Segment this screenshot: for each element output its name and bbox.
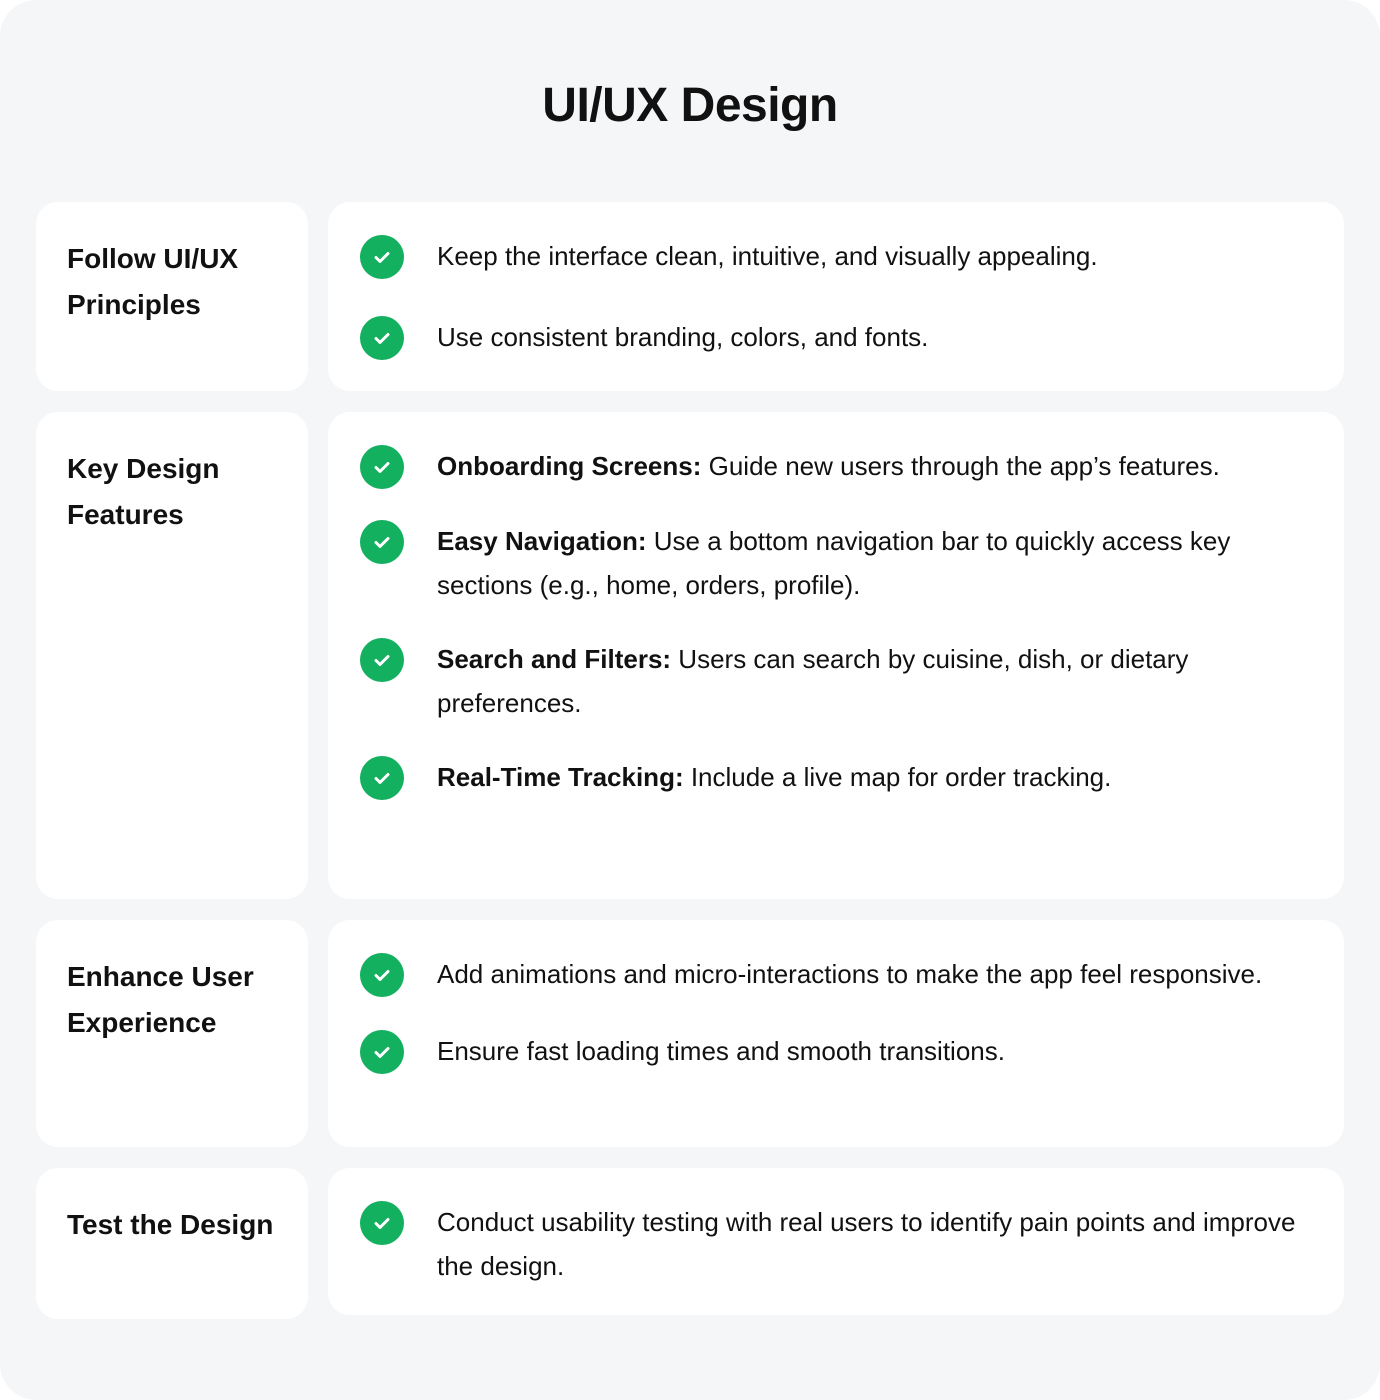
check-circle-icon	[360, 1030, 404, 1074]
check-circle-icon	[360, 1201, 404, 1245]
section-items-card: Add animations and micro-interactions to…	[328, 920, 1344, 1147]
list-item: Easy Navigation: Use a bottom navigation…	[360, 519, 1314, 607]
item-description: Guide new users through the app’s featur…	[701, 451, 1220, 481]
section-label: Key Design Features	[67, 453, 220, 530]
section-items-card: Conduct usability testing with real user…	[328, 1168, 1344, 1315]
check-circle-icon	[360, 638, 404, 682]
section-label: Follow UI/UX Principles	[67, 243, 239, 320]
list-item: Ensure fast loading times and smooth tra…	[360, 1029, 1314, 1074]
check-circle-icon	[360, 756, 404, 800]
list-item: Use consistent branding, colors, and fon…	[360, 315, 1314, 360]
item-text: Real-Time Tracking: Include a live map f…	[437, 755, 1111, 799]
check-circle-icon	[360, 520, 404, 564]
check-circle-icon	[360, 953, 404, 997]
section-items-card: Onboarding Screens: Guide new users thro…	[328, 412, 1344, 899]
item-text: Conduct usability testing with real user…	[437, 1200, 1314, 1288]
item-text: Easy Navigation: Use a bottom navigation…	[437, 519, 1314, 607]
section-label-card: Key Design Features	[36, 412, 308, 899]
list-item: Real-Time Tracking: Include a live map f…	[360, 755, 1314, 800]
item-heading: Search and Filters:	[437, 644, 672, 674]
page-title: UI/UX Design	[542, 79, 838, 132]
list-item: Onboarding Screens: Guide new users thro…	[360, 444, 1314, 489]
item-description: Keep the interface clean, intuitive, and…	[437, 241, 1098, 271]
check-circle-icon	[360, 235, 404, 279]
item-description: Conduct usability testing with real user…	[437, 1207, 1296, 1281]
section-label-card: Enhance User Experience	[36, 920, 308, 1147]
item-heading: Real-Time Tracking:	[437, 762, 684, 792]
item-description: Use a bottom navigation bar to quickly a…	[437, 526, 1231, 600]
section-label: Enhance User Experience	[67, 961, 254, 1038]
item-description: Ensure fast loading times and smooth tra…	[437, 1036, 1005, 1066]
item-text: Add animations and micro-interactions to…	[437, 952, 1262, 996]
list-item: Add animations and micro-interactions to…	[360, 952, 1314, 997]
section-label: Test the Design	[67, 1209, 274, 1240]
item-text: Search and Filters: Users can search by …	[437, 637, 1314, 725]
list-item: Search and Filters: Users can search by …	[360, 637, 1314, 725]
section-label-card: Test the Design	[36, 1168, 308, 1319]
item-text: Use consistent branding, colors, and fon…	[437, 315, 928, 359]
item-description: Include a live map for order tracking.	[683, 762, 1112, 792]
list-item: Conduct usability testing with real user…	[360, 1200, 1314, 1288]
item-description: Add animations and micro-interactions to…	[437, 959, 1263, 989]
section-items-card: Keep the interface clean, intuitive, and…	[328, 202, 1344, 391]
item-description: Use consistent branding, colors, and fon…	[437, 322, 929, 352]
list-item: Keep the interface clean, intuitive, and…	[360, 234, 1314, 279]
item-text: Keep the interface clean, intuitive, and…	[437, 234, 1098, 278]
item-description: Users can search by cuisine, dish, or di…	[437, 644, 1189, 718]
section-label-card: Follow UI/UX Principles	[36, 202, 308, 391]
item-heading: Easy Navigation:	[437, 526, 647, 556]
item-heading: Onboarding Screens:	[437, 451, 702, 481]
item-text: Onboarding Screens: Guide new users thro…	[437, 444, 1220, 488]
check-circle-icon	[360, 445, 404, 489]
check-circle-icon	[360, 316, 404, 360]
item-text: Ensure fast loading times and smooth tra…	[437, 1029, 1005, 1073]
